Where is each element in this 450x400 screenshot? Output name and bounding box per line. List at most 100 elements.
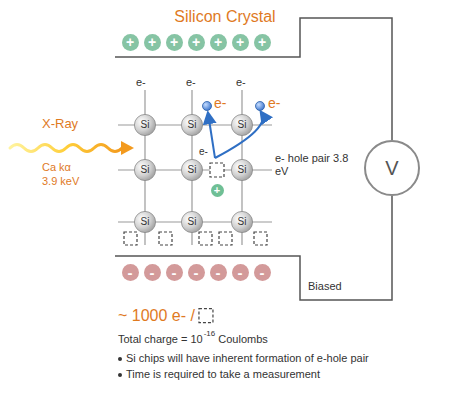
bias-label: Biased [308, 280, 342, 293]
xray-wave [10, 141, 134, 155]
bullet-dot [118, 357, 122, 377]
hole-square [199, 309, 213, 323]
xray-energy-label: 3.9 keV [42, 175, 79, 188]
hole-square [219, 232, 232, 245]
negative-charge-text: - [150, 265, 155, 280]
charge-count: ~ 1000 e- / [118, 306, 195, 325]
negative-charge: - [188, 264, 205, 281]
electron-dot [203, 102, 265, 111]
electron-label: e- [199, 146, 208, 158]
negative-charge: - [144, 264, 161, 281]
circuit-wire [115, 196, 392, 300]
silicon-atom-circle [231, 159, 252, 180]
positive-charge: + [122, 34, 139, 51]
negative-charge-text: - [194, 265, 199, 280]
silicon-atom: Si [134, 211, 156, 233]
electron-label: e- [186, 76, 196, 89]
positive-charge-text: + [236, 35, 244, 49]
xray-wave [10, 145, 122, 152]
positive-charge-text: + [126, 35, 134, 49]
negative-charge: - [166, 264, 183, 281]
silicon-atom-circle [181, 159, 202, 180]
silicon-atom-circle [134, 159, 155, 180]
negative-charge-circle [210, 264, 227, 281]
silicon-atom-text: Si [141, 165, 150, 175]
negative-charge-text: - [238, 265, 243, 280]
voltmeter: V [364, 140, 420, 196]
negative-charge-text: - [172, 265, 177, 280]
xray-line-label: Ca kα [42, 161, 71, 174]
silicon-atom: Si [231, 211, 253, 233]
pair-energy-note: e- hole pair 3.8 eV [275, 152, 361, 178]
positive-charge-circle [210, 34, 227, 51]
voltmeter-circle [365, 141, 419, 195]
positive-charge-text: + [258, 35, 266, 49]
negative-charge-circle [122, 264, 139, 281]
silicon-atom: Si [134, 159, 156, 181]
total-charge-text: Total charge = 10 [118, 333, 203, 346]
diagram-title: Silicon Crystal [0, 7, 450, 26]
positive-charge: + [166, 34, 183, 51]
electron-dot [256, 102, 265, 111]
silicon-atom: Si [231, 114, 253, 136]
positive-charge: + [144, 34, 161, 51]
hole-charge-text: + [214, 185, 220, 196]
hole-charge-circle [211, 184, 224, 197]
negative-charge-text: - [260, 265, 265, 280]
exponent: -16 [204, 329, 216, 339]
silicon-atom-circle [181, 114, 202, 135]
negative-charge-circle [254, 264, 271, 281]
negative-charge: - [122, 264, 139, 281]
bullet-dot [118, 357, 122, 361]
negative-charge-circle [188, 264, 205, 281]
hole-square [254, 232, 267, 245]
negative-charge: - [232, 264, 249, 281]
hole-square [124, 163, 267, 323]
positive-charge-text: + [170, 35, 178, 49]
bullet-note: Time is required to take a measurement [126, 368, 320, 381]
lattice-bond [118, 90, 272, 245]
voltmeter-text: V [385, 158, 398, 178]
silicon-atom-text: Si [188, 165, 197, 175]
negative-charge-circle [166, 264, 183, 281]
silicon-atom-circle [231, 211, 252, 232]
silicon-atom-circle [181, 211, 202, 232]
positive-charge-text: + [192, 35, 200, 49]
bullet-dot [118, 373, 122, 377]
negative-charge-circle [144, 264, 161, 281]
negative-charge: - [254, 264, 271, 281]
negative-charge: - [210, 264, 227, 281]
electron-path-arrow [208, 113, 215, 158]
silicon-atom-circle [231, 114, 252, 135]
silicon-atom: Si [134, 114, 156, 136]
positive-charge-circle [166, 34, 183, 51]
positive-charge-text: + [214, 35, 222, 49]
negative-charge-text: - [128, 265, 133, 280]
hole-square [124, 232, 137, 245]
silicon-atom-text: Si [238, 165, 247, 175]
xray-label: X-Ray [42, 116, 78, 132]
silicon-atom: Si [181, 211, 203, 233]
silicon-atom-text: Si [141, 120, 150, 130]
silicon-atom-text: Si [141, 217, 150, 227]
electron-path-arrow [208, 112, 263, 158]
negative-charge-circle [232, 264, 249, 281]
silicon-atom-text: Si [238, 217, 247, 227]
positive-charge: + [254, 34, 271, 51]
silicon-atom: Si [181, 159, 203, 181]
positive-charge-circle [122, 34, 139, 51]
silicon-atom: Si [181, 114, 203, 136]
positive-charge-text: + [148, 35, 156, 49]
positive-charge: + [210, 34, 227, 51]
silicon-atom-text: Si [238, 120, 247, 130]
silicon-atom-text: Si [188, 217, 197, 227]
bullet-note: Si chips will have inherent formation of… [126, 352, 369, 365]
free-electron-label: e- [268, 95, 280, 112]
hole-square [199, 232, 212, 245]
silicon-atom-circle [134, 114, 155, 135]
electron-path-arrow [215, 112, 263, 158]
positive-charge-circle [232, 34, 249, 51]
circuit-wire [115, 18, 392, 300]
total-charge-unit: Coulombs [218, 333, 268, 346]
positive-charge-circle [254, 34, 271, 51]
